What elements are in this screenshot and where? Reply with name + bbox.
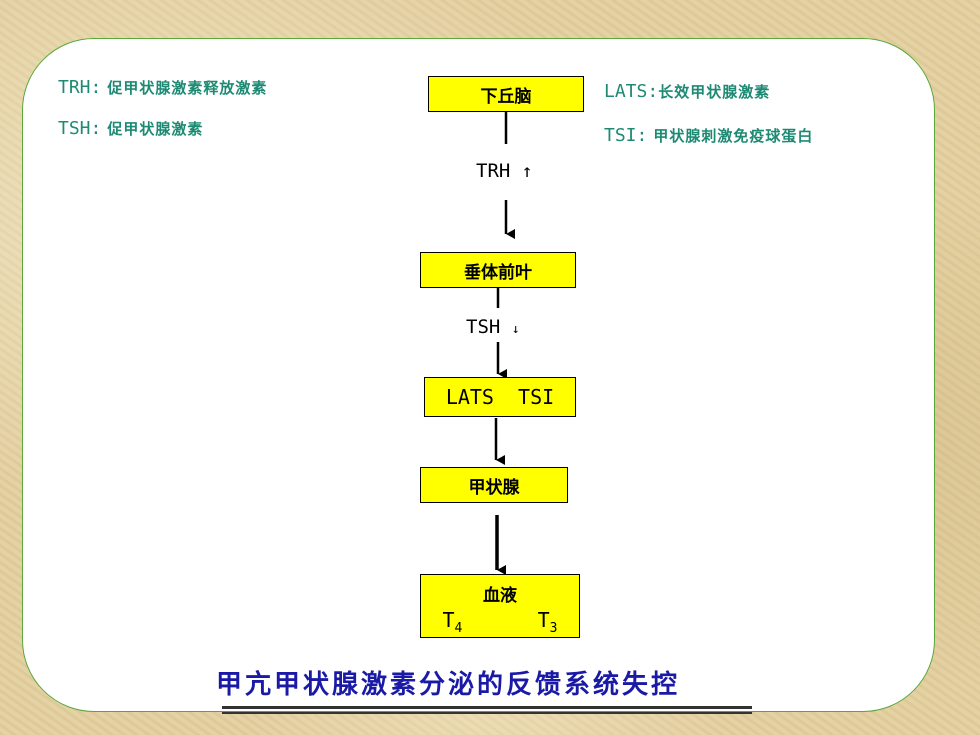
edge-label-tsh-text: TSH <box>466 316 501 338</box>
legend-tsi-abbr: TSI: <box>604 125 648 146</box>
legend-tsh-def: 促甲状腺激素 <box>107 120 204 138</box>
node-blood: 血液 T4 T3 <box>420 574 580 638</box>
edge-label-trh-text: TRH <box>476 160 511 182</box>
title-underline <box>222 706 752 709</box>
node-hypothalamus: 下丘脑 <box>428 76 584 112</box>
legend-lats-def: 长效甲状腺激素 <box>658 83 771 101</box>
hormone-t3: T3 <box>537 608 558 636</box>
edge-label-tsh: TSH ↓ <box>466 316 520 338</box>
legend-tsh-abbr: TSH: <box>58 118 102 139</box>
node-thyroid: 甲状腺 <box>420 467 568 503</box>
node-blood-label: 血液 <box>483 586 517 606</box>
legend-trh-abbr: TRH: <box>58 77 102 98</box>
legend-lats-abbr: LATS: <box>604 81 659 102</box>
node-pituitary: 垂体前叶 <box>420 252 576 288</box>
legend-trh-def: 促甲状腺激素释放激素 <box>107 79 268 97</box>
hormone-row: T4 T3 <box>443 608 558 636</box>
legend-tsi-def: 甲状腺刺激免疫球蛋白 <box>653 127 814 145</box>
node-lats-tsi: LATS TSI <box>424 377 576 417</box>
down-arrow-icon: ↓ <box>511 322 520 337</box>
legend-trh: TRH: 促甲状腺激素释放激素 <box>58 76 267 98</box>
slide-title: 甲亢甲状腺激素分泌的反馈系统失控 <box>216 670 681 700</box>
up-arrow-icon: ↑ <box>521 161 533 182</box>
hormone-t4: T4 <box>442 608 463 636</box>
legend-tsh: TSH: 促甲状腺激素 <box>58 117 203 139</box>
title-underline-thin <box>222 712 752 714</box>
legend-lats: LATS:长效甲状腺激素 <box>604 80 770 102</box>
legend-tsi: TSI: 甲状腺刺激免疫球蛋白 <box>604 124 813 146</box>
edge-label-trh: TRH ↑ <box>476 160 533 182</box>
